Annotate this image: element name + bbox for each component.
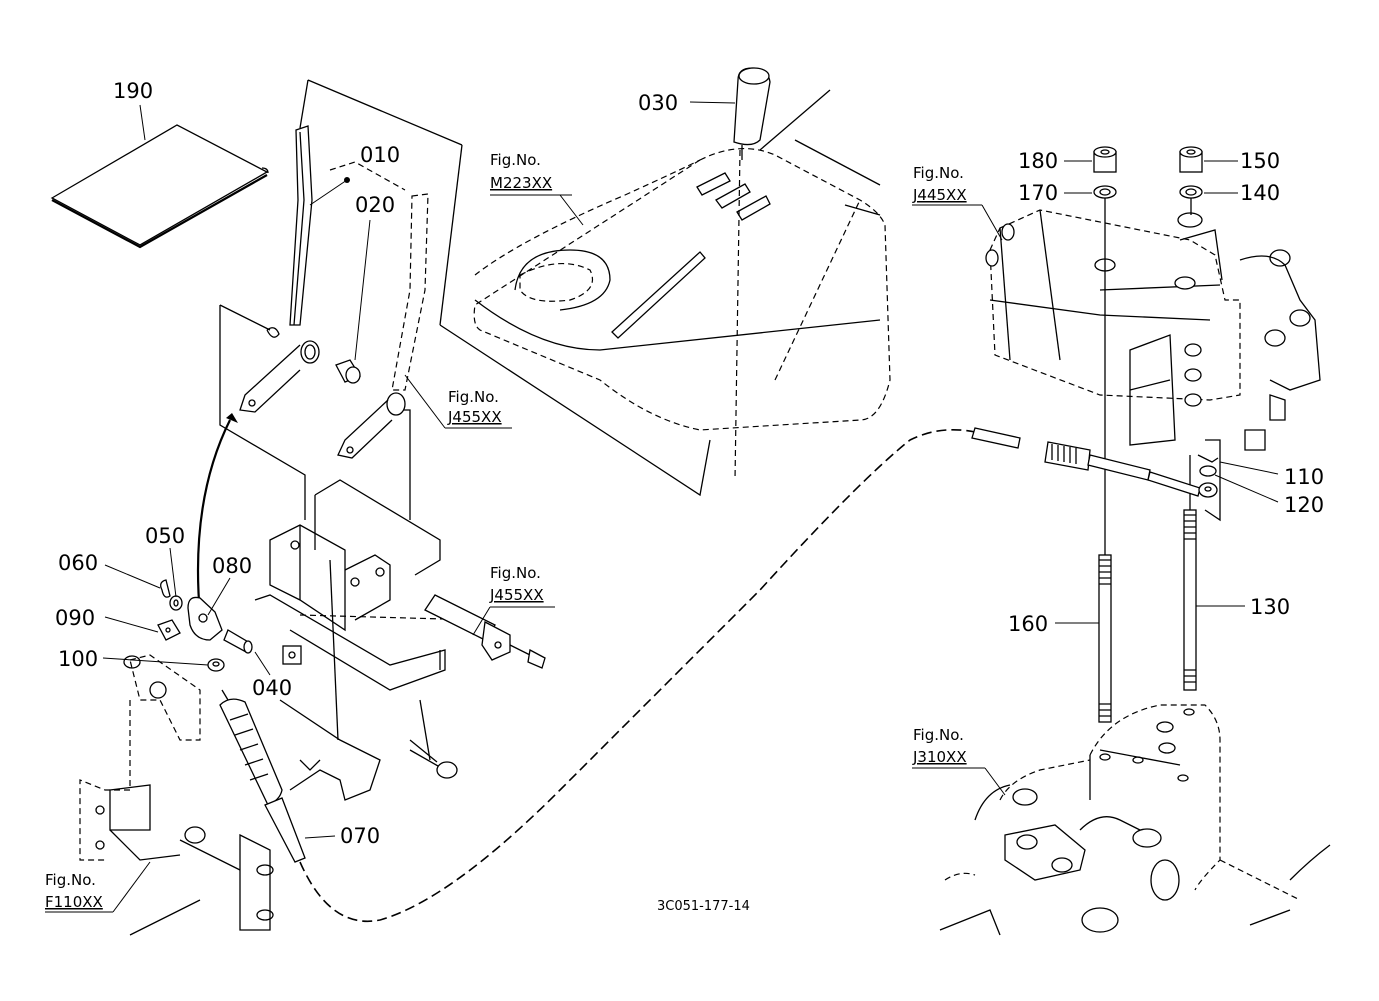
leader-010-020 <box>309 161 406 361</box>
fig-ref-j455-lower[interactable]: J455XX <box>489 586 544 604</box>
pump-body-j310 <box>939 704 1331 936</box>
assembly-arrow <box>196 419 231 616</box>
lever-second <box>337 193 429 459</box>
leader-190 <box>139 104 146 141</box>
fig-ref-j455-lower-prefix: Fig.No. <box>490 564 541 582</box>
part-060-pin[interactable] <box>160 579 171 598</box>
frame-f110 <box>79 654 274 936</box>
part-150-nut[interactable] <box>1179 146 1203 173</box>
part-050-washer[interactable] <box>169 595 183 611</box>
lever-group-plane <box>219 79 463 520</box>
part-190-manual[interactable] <box>50 124 269 249</box>
leader-090 <box>104 616 159 633</box>
callout-110[interactable]: 110 <box>1284 465 1324 489</box>
callout-080[interactable]: 080 <box>212 554 252 578</box>
callout-090[interactable]: 090 <box>55 606 95 630</box>
callout-050[interactable]: 050 <box>145 524 185 548</box>
part-170-washer[interactable] <box>1093 185 1117 199</box>
part-square-nut <box>282 645 302 665</box>
fig-ref-m223-prefix: Fig.No. <box>490 151 541 169</box>
leader-040 <box>254 651 271 676</box>
fig-ref-j310-prefix: Fig.No. <box>913 726 964 744</box>
callout-020[interactable]: 020 <box>355 193 395 217</box>
part-040-pin[interactable] <box>223 629 253 654</box>
part-080-joint[interactable] <box>187 596 223 641</box>
leader-060 <box>104 564 161 589</box>
leader-fig-j455-upper <box>404 374 446 429</box>
callout-170[interactable]: 170 <box>1018 181 1058 205</box>
leader-030 <box>689 101 736 104</box>
drawing-code: 3C051-177-14 <box>657 899 750 914</box>
part-100-nut[interactable] <box>207 658 225 672</box>
fig-ref-f110[interactable]: F110XX <box>45 893 103 911</box>
part-140-washer[interactable] <box>1179 185 1203 199</box>
part-090-clip[interactable] <box>157 619 181 641</box>
console-cover <box>439 89 891 497</box>
fig-ref-m223[interactable]: M223XX <box>490 174 552 192</box>
fig-ref-f110-prefix: Fig.No. <box>45 871 96 889</box>
leader-100 <box>102 657 209 666</box>
callout-100[interactable]: 100 <box>58 647 98 671</box>
callout-030[interactable]: 030 <box>638 91 678 115</box>
part-030-knob[interactable] <box>733 67 771 160</box>
callout-010[interactable]: 010 <box>360 143 400 167</box>
fig-ref-j310[interactable]: J310XX <box>912 748 967 766</box>
leader-080 <box>207 577 231 616</box>
fig-ref-j455-upper-prefix: Fig.No. <box>448 388 499 406</box>
fig-ref-j455-upper[interactable]: J455XX <box>447 408 502 426</box>
cable-end-fittings <box>971 427 1201 497</box>
shaft-j455 <box>424 594 546 669</box>
callout-070[interactable]: 070 <box>340 824 380 848</box>
callout-160[interactable]: 160 <box>1008 612 1048 636</box>
lower-bracket <box>279 699 458 801</box>
bracket-assembly <box>254 479 481 741</box>
callout-130[interactable]: 130 <box>1250 595 1290 619</box>
callout-150[interactable]: 150 <box>1240 149 1280 173</box>
part-110-pin[interactable] <box>1197 454 1219 463</box>
callout-120[interactable]: 120 <box>1284 493 1324 517</box>
part-020-bushing[interactable] <box>335 359 361 384</box>
fig-ref-j445-prefix: Fig.No. <box>913 164 964 182</box>
leader-070 <box>304 835 336 839</box>
valve-body-j445 <box>985 209 1321 522</box>
part-010-lever[interactable] <box>239 125 320 413</box>
fig-ref-j445[interactable]: J445XX <box>912 186 967 204</box>
callout-140[interactable]: 140 <box>1240 181 1280 205</box>
callout-040[interactable]: 040 <box>252 676 292 700</box>
part-120-washer[interactable] <box>1198 465 1218 498</box>
leader-050 <box>169 547 177 598</box>
callout-180[interactable]: 180 <box>1018 149 1058 173</box>
callout-060[interactable]: 060 <box>58 551 98 575</box>
callout-190[interactable]: 190 <box>113 79 153 103</box>
part-160-stud[interactable] <box>1098 554 1112 723</box>
part-130-stud[interactable] <box>1183 509 1197 691</box>
part-180-nut[interactable] <box>1093 146 1117 173</box>
leader-120 <box>1214 474 1279 503</box>
part-070-cable[interactable] <box>219 428 976 922</box>
leader-110 <box>1219 461 1279 475</box>
